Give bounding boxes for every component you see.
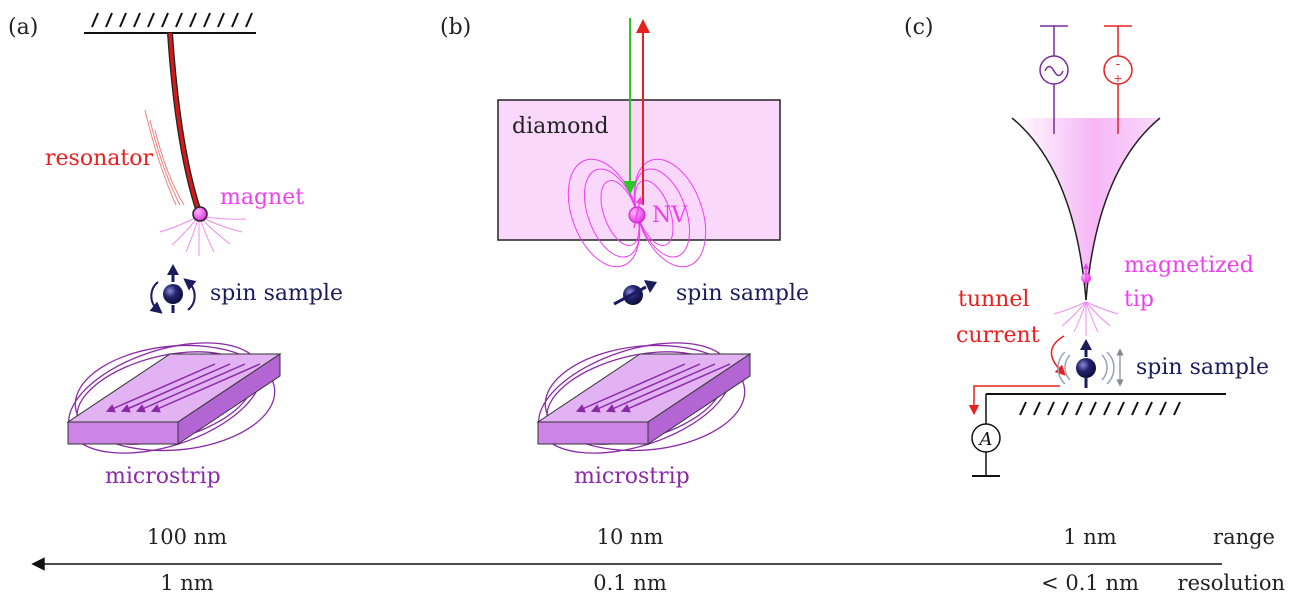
spin-sample-a (149, 264, 197, 314)
panel-a-label: (a) (8, 15, 38, 40)
spin-sample-b (613, 280, 657, 306)
tunnel-label-line2: current (956, 323, 1040, 348)
cantilever-resonator (167, 32, 202, 213)
magnetized-tip-dot (1081, 263, 1091, 285)
microstrip-b-label: microstrip (574, 464, 690, 489)
diamond-label: diamond (512, 114, 609, 139)
resonator-vibration-lines (144, 109, 185, 206)
magnetized-label-line2: tip (1124, 287, 1154, 312)
tip-field-lines (1053, 301, 1119, 336)
magnetized-label-line1: magnetized (1124, 253, 1254, 278)
range-value-a: 100 nm (147, 525, 227, 549)
resolution-value-c: < 0.1 nm (1041, 571, 1139, 595)
panel-c-label: (c) (904, 15, 934, 40)
tunnel-label-line1: tunnel (958, 287, 1029, 312)
scale-bar: range resolution 100 nm 10 nm 1 nm 1 nm … (31, 525, 1285, 595)
nv-label: NV (652, 203, 688, 228)
range-value-c: 1 nm (1063, 525, 1117, 549)
spin-sample-c (1057, 339, 1124, 388)
microstrip-a (66, 342, 282, 454)
resolution-value-b: 0.1 nm (593, 571, 667, 595)
microstrip-a-label: microstrip (105, 464, 221, 489)
ceiling-support-a (84, 12, 256, 34)
spin-sample-a-label: spin sample (210, 281, 343, 306)
spin-sample-b-label: spin sample (676, 281, 809, 306)
range-label: range (1213, 525, 1275, 549)
dc-source: - + (1103, 25, 1133, 134)
microstrip-b (536, 342, 752, 454)
panel-b-label: (b) (440, 15, 471, 40)
resolution-value-a: 1 nm (160, 571, 214, 595)
dc-minus-sign: - (1116, 57, 1120, 72)
ammeter-symbol: A (978, 429, 993, 450)
range-value-b: 10 nm (597, 525, 664, 549)
sine-wave-icon (1044, 65, 1064, 77)
dc-plus-sign: + (1113, 72, 1122, 85)
panel-a: (a) (8, 12, 343, 489)
resonator-label: resonator (45, 146, 153, 171)
spin-sample-c-label: spin sample (1136, 355, 1269, 380)
ammeter-circuit: A (968, 385, 1060, 477)
substrate (986, 393, 1226, 416)
resolution-label: resolution (1178, 571, 1285, 595)
stm-tip-cone (1011, 117, 1161, 301)
ac-source (1039, 25, 1069, 134)
panel-b: (b) diamond NV spin sample (440, 15, 809, 489)
magnet-dot (192, 206, 208, 222)
nv-center (628, 196, 646, 229)
magnet-field-lines (159, 215, 247, 256)
magnet-label: magnet (220, 185, 304, 210)
panel-c: (c) - + magnetized (904, 15, 1269, 477)
